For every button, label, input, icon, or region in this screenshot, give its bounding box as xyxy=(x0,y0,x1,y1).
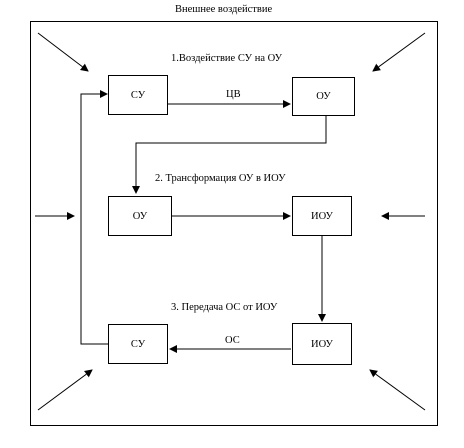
box-ou-top: ОУ xyxy=(292,77,355,116)
edge-label-os: ОС xyxy=(225,335,240,346)
external-arrow-top-left xyxy=(37,32,89,72)
diagram-title: Внешнее воздействие xyxy=(175,4,273,15)
box-su-top: СУ xyxy=(108,75,168,115)
stage-3-label: 3. Передача ОС от ИОУ xyxy=(171,302,278,313)
outer-frame xyxy=(30,21,438,426)
external-arrow-top-right xyxy=(372,32,426,72)
box-iou-bot: ИОУ xyxy=(292,323,352,365)
external-arrow-bottom-right xyxy=(369,369,426,411)
stage-1-label: 1.Воздействие СУ на ОУ xyxy=(171,53,283,64)
stage-2-label: 2. Трансформация ОУ в ИОУ xyxy=(155,173,286,184)
arrow-feedback-loop xyxy=(80,90,108,345)
box-su-bot: СУ xyxy=(108,324,168,364)
arrow-ou-top-to-ou-mid xyxy=(132,116,327,194)
box-iou-mid: ИОУ xyxy=(292,196,352,236)
edge-label-tsv: ЦВ xyxy=(226,89,241,100)
box-ou-mid: ОУ xyxy=(108,196,172,236)
external-arrow-bottom-left xyxy=(37,369,93,411)
